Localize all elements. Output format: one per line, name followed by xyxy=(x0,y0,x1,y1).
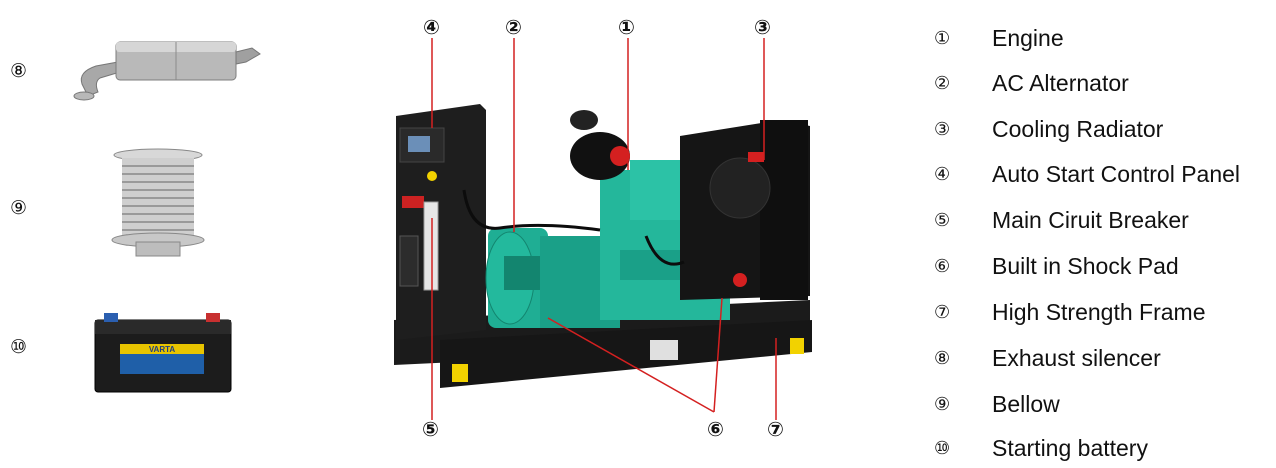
starting-battery-icon: VARTA xyxy=(94,313,232,393)
legend-marker: ⑤ xyxy=(934,209,951,231)
legend-item-engine: ① Engine xyxy=(934,18,1064,58)
marker-cooling-radiator: ③ xyxy=(754,15,771,39)
legend-marker: ⑩ xyxy=(934,437,951,459)
legend-marker: ⑦ xyxy=(934,301,951,323)
legend-marker: ⑨ xyxy=(934,393,951,415)
legend-item-cooling-radiator: ③ Cooling Radiator xyxy=(934,109,1163,149)
legend-item-auto-start-control-panel: ④ Auto Start Control Panel xyxy=(934,154,1240,194)
legend-label: Main Ciruit Breaker xyxy=(992,206,1189,233)
marker-main-circuit-breaker: ⑤ xyxy=(422,417,439,441)
legend-label: Bellow xyxy=(992,390,1060,417)
marker-exhaust-silencer: ⑧ xyxy=(10,60,28,82)
legend-label: High Strength Frame xyxy=(992,298,1206,325)
alternator xyxy=(485,228,620,328)
cables xyxy=(462,189,685,266)
legend-label: Built in Shock Pad xyxy=(992,252,1179,279)
legend-item-exhaust-silencer: ⑧ Exhaust silencer xyxy=(934,338,1161,378)
legend-label: Auto Start Control Panel xyxy=(992,160,1241,187)
legend-item-ac-alternator: ② AC Alternator xyxy=(934,63,1129,103)
bellow-icon xyxy=(111,148,205,257)
legend-label: Starting battery xyxy=(992,434,1148,461)
legend-marker: ④ xyxy=(934,163,951,185)
legend-item-built-in-shock-pad: ⑥ Built in Shock Pad xyxy=(934,246,1179,286)
marker-ac-alternator: ② xyxy=(505,15,522,39)
legend-item-main-circuit-breaker: ⑤ Main Ciruit Breaker xyxy=(934,200,1189,240)
marker-shock-pad: ⑥ xyxy=(707,417,724,441)
battery-brand-text: VARTA xyxy=(149,345,176,354)
leader-lines xyxy=(431,38,777,420)
legend-label: Engine xyxy=(992,24,1064,51)
legend-label: AC Alternator xyxy=(992,69,1129,96)
legend-marker: ⑧ xyxy=(934,347,951,369)
marker-control-panel: ④ xyxy=(423,15,440,39)
exhaust-silencer-icon xyxy=(73,41,261,101)
legend-item-bellow: ⑨ Bellow xyxy=(934,384,1060,424)
radiator xyxy=(680,120,810,300)
legend-marker: ⑥ xyxy=(934,255,951,277)
legend-label: Cooling Radiator xyxy=(992,115,1164,142)
legend-item-high-strength-frame: ⑦ High Strength Frame xyxy=(934,292,1205,332)
legend-marker: ③ xyxy=(934,118,951,140)
legend-marker: ① xyxy=(934,27,951,49)
legend-marker: ② xyxy=(934,72,951,94)
legend-item-starting-battery: ⑩ Starting battery xyxy=(934,428,1148,468)
marker-engine: ① xyxy=(618,15,635,39)
marker-bellow: ⑨ xyxy=(10,197,28,219)
marker-high-strength-frame: ⑦ xyxy=(767,417,784,441)
legend-label: Exhaust silencer xyxy=(992,344,1161,371)
marker-starting-battery: ⑩ xyxy=(10,336,28,358)
control-panel-box xyxy=(396,104,486,340)
